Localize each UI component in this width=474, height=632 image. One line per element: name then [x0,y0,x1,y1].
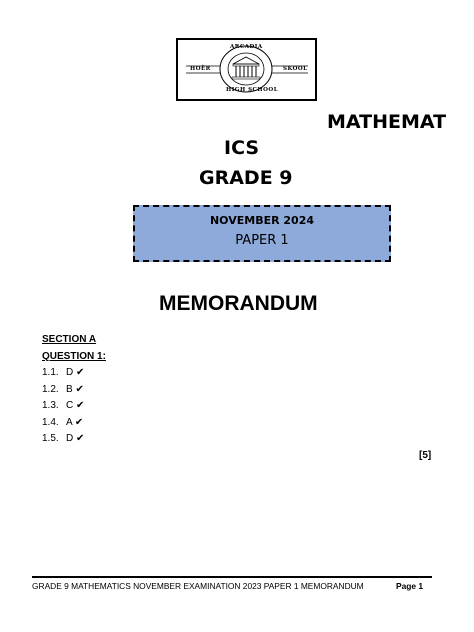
exam-month: NOVEMBER 2024 [209,214,315,227]
logo-arc-text: ARCADIA [230,44,263,50]
list-item: 1.3. C ✔ [42,399,84,416]
answer-value: D ✔ [66,433,85,444]
answer-number: 1.5. [42,433,59,444]
total-marks: [5] [419,450,432,461]
logo-bottom-text: HIGH SCHOOL [226,87,279,93]
answer-value: B ✔ [66,383,84,395]
answer-value: C ✔ [66,400,85,411]
logo-left-word: HOËR [190,66,211,72]
answer-value: A ✔ [66,416,84,428]
logo-right-word: SKOOL [283,66,308,72]
answer-value: D ✔ [66,367,85,378]
title-line-1: MATHEMAT [327,111,447,133]
list-item: 1.2. B ✔ [42,383,84,400]
page-number: Page 1 [396,581,424,591]
answer-number: 1.4. [42,416,59,428]
list-item: 1.1. D ✔ [42,366,84,383]
footer-divider [32,576,432,578]
footer-text: GRADE 9 MATHEMATICS NOVEMBER EXAMINATION… [32,581,364,591]
title-line-2: ICS [224,137,260,159]
school-building-crest [186,45,308,93]
answer-number: 1.3. [42,400,59,411]
question-heading: QUESTION 1: [42,351,106,362]
section-heading: SECTION A [42,334,97,345]
school-logo: ARCADIA HOËR SKOOL HIGH SCHOOL [176,38,317,101]
answer-list: 1.1. D ✔ 1.2. B ✔ 1.3. C ✔ 1.4. A ✔ 1.5. D ✔ [42,366,84,449]
list-item: 1.5. D ✔ [42,432,84,449]
title-grade: GRADE 9 [199,167,293,189]
answer-number: 1.2. [42,383,59,395]
answer-number: 1.1. [42,367,59,378]
memorandum-heading: MEMORANDUM [159,292,318,315]
exam-paper: PAPER 1 [235,233,289,248]
exam-info-box: NOVEMBER 2024 PAPER 1 [133,205,391,262]
list-item: 1.4. A ✔ [42,416,84,433]
